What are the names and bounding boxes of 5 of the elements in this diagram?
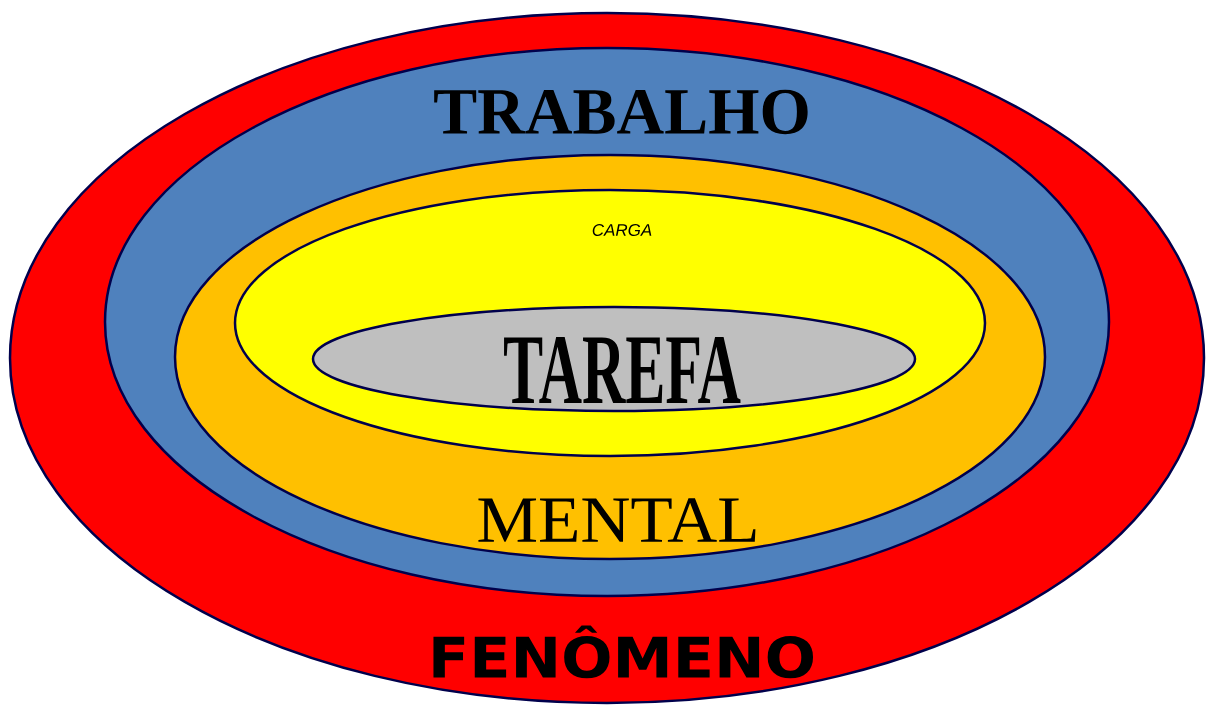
ring-label: TAREFA: [504, 337, 741, 403]
ring-label: MENTAL: [478, 498, 756, 542]
ring-label: TRABALHO: [434, 89, 808, 135]
ring-label: FENÔMENO: [433, 625, 814, 679]
ring-label: CARGA: [592, 223, 652, 236]
